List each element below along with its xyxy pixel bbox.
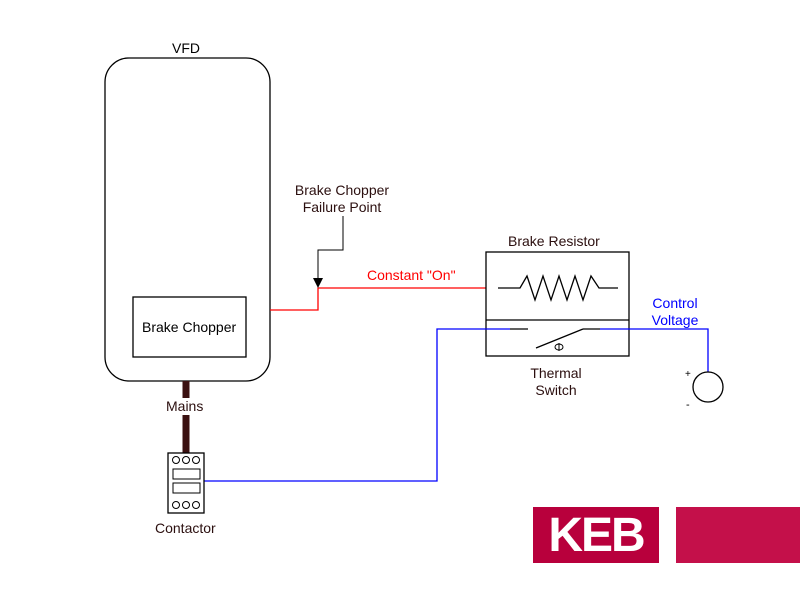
control-voltage-line-2: Voltage bbox=[651, 312, 699, 328]
constant-on-label: Constant "On" bbox=[367, 267, 456, 283]
failure-point-label: Brake Chopper Failure Point bbox=[288, 182, 396, 216]
control-voltage-line-1: Control bbox=[652, 295, 698, 311]
brake-resistor-title: Brake Resistor bbox=[508, 233, 600, 249]
brake-resistor-box bbox=[485, 251, 630, 357]
brake-chopper-label: Brake Chopper bbox=[142, 319, 237, 335]
failure-point-pointer bbox=[317, 216, 344, 282]
failure-point-line-2: Failure Point bbox=[302, 199, 382, 215]
resistor-symbol bbox=[498, 273, 618, 303]
brand-bar bbox=[676, 507, 800, 563]
vfd-title: VFD bbox=[172, 40, 200, 56]
voltage-source-symbol bbox=[692, 371, 724, 403]
control-voltage-label: Control Voltage bbox=[640, 295, 710, 329]
thermal-switch-label: Thermal Switch bbox=[516, 365, 596, 399]
thermal-switch-blade bbox=[535, 328, 584, 349]
control-wire-source bbox=[600, 328, 709, 372]
keb-logo: KEB bbox=[533, 507, 659, 563]
constant-on-wire bbox=[270, 287, 486, 311]
brake-chopper-box bbox=[132, 296, 247, 358]
voltage-source-minus: - bbox=[686, 399, 690, 411]
thermal-switch-line-1: Thermal bbox=[530, 365, 582, 381]
contactor-label: Contactor bbox=[155, 520, 216, 536]
mains-label: Mains bbox=[166, 398, 204, 414]
failure-point-line-1: Brake Chopper bbox=[294, 182, 390, 198]
failure-point-arrowhead bbox=[313, 278, 323, 288]
thermal-switch-line-2: Switch bbox=[535, 382, 577, 398]
contactor-symbol bbox=[167, 452, 205, 514]
control-wire-contactor bbox=[204, 328, 510, 482]
voltage-source-plus: + bbox=[685, 369, 691, 380]
